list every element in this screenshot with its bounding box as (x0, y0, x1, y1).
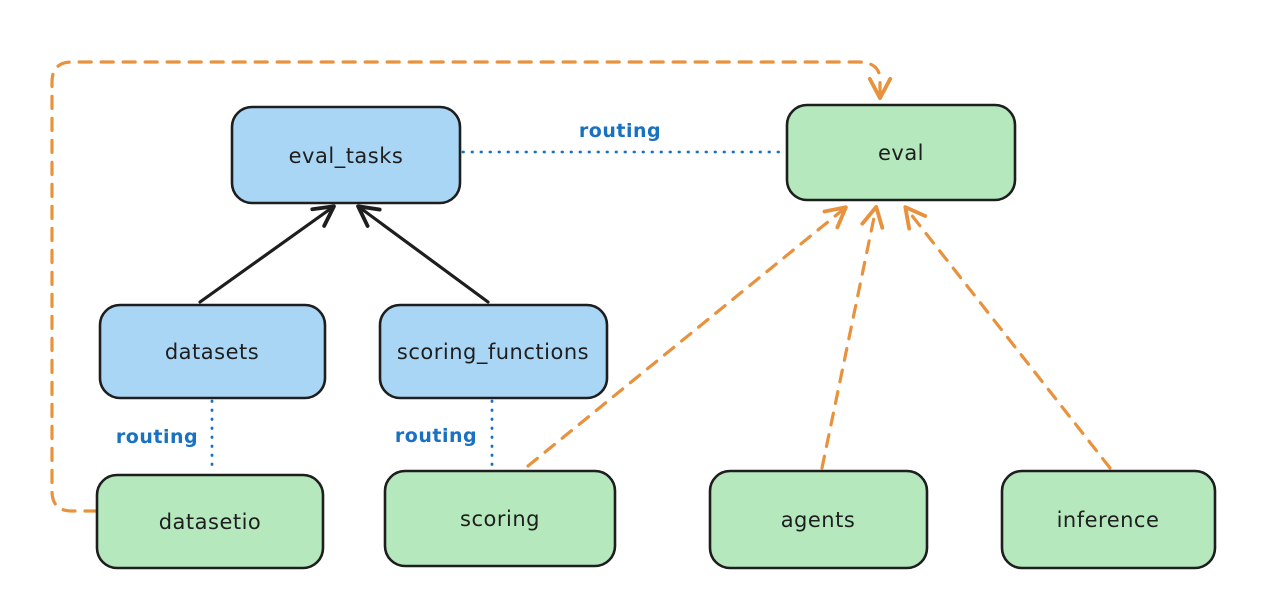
node-inference: inference (1000, 469, 1217, 570)
node-inference-label: inference (1057, 508, 1160, 532)
node-datasetio: datasetio (95, 473, 325, 570)
node-scoring-functions: scoring_functions (378, 303, 609, 400)
node-inference-box (1000, 469, 1217, 570)
edge-datasetio-to-eval (50, 60, 893, 513)
edge-datasets-to-eval-tasks (198, 204, 336, 304)
edge-agents-to-eval (820, 204, 885, 470)
node-eval-tasks: eval_tasks (230, 105, 462, 205)
node-scoring-label: scoring (460, 507, 540, 531)
node-scoring: scoring (383, 469, 617, 568)
node-datasetio-label: datasetio (159, 510, 262, 534)
edge-inference-to-eval (903, 205, 1112, 470)
node-eval: eval (785, 103, 1017, 202)
edge-scoring-functions-to-eval-tasks (356, 204, 490, 304)
node-eval-label: eval (878, 141, 924, 165)
node-eval-box (785, 103, 1017, 202)
node-eval-tasks-box (230, 105, 462, 205)
node-datasetio-box (95, 473, 325, 570)
routing-label-scoring-functions-scoring: routing (395, 425, 477, 447)
node-scoring-functions-label: scoring_functions (397, 340, 589, 365)
routing-label-datasets-datasetio: routing (116, 426, 198, 448)
node-agents: agents (708, 469, 929, 570)
node-agents-box (708, 469, 929, 570)
node-datasets-box (98, 303, 327, 400)
node-scoring-box (383, 469, 617, 568)
node-datasets: datasets (98, 303, 327, 400)
routing-label-eval-tasks-eval: routing (579, 120, 661, 142)
node-scoring-functions-box (378, 303, 609, 400)
edge-scoring-to-eval (526, 205, 848, 468)
node-agents-label: agents (781, 508, 856, 532)
node-eval-tasks-label: eval_tasks (289, 144, 404, 169)
node-datasets-label: datasets (165, 340, 259, 364)
